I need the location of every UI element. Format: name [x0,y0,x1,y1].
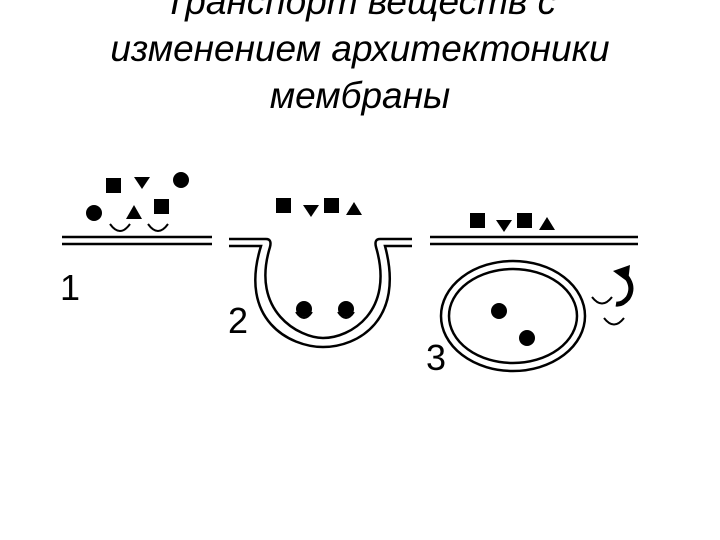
particle-circle [173,172,189,188]
title-line-1: Транспорт веществ с [163,0,557,22]
receptor-cup [337,311,355,319]
recycle-arrow-head [613,265,630,282]
receptor-cup [147,223,169,232]
stage-3-label: 3 [426,337,446,378]
bound-particle [338,301,354,317]
receptor-cup [109,223,131,232]
particle-square [154,199,169,214]
title-line-3: мембраны [269,75,451,116]
bound-particle [296,301,312,317]
internalized-particle [519,330,535,346]
vesicle-inner [447,267,579,365]
internalized-particle [491,303,507,319]
particle-triangle-up [126,205,142,219]
particle-triangle-up [539,217,555,230]
particle-square [276,198,291,213]
receptor-cup [603,317,625,326]
particle-triangle-down [303,205,319,217]
stage-1-label: 1 [60,267,80,308]
receptor-cup [591,296,613,305]
particle-square [324,198,339,213]
stage-1: 1 [60,172,212,308]
title-line-2: изменением архитектоники [110,28,610,69]
vesicle-outer [439,259,587,373]
membrane-pit-outer [229,237,412,340]
stage-2-label: 2 [228,300,248,341]
stage-3: 3 [426,213,638,378]
receptor-cup [295,311,313,319]
stage-2: 2 [228,198,412,349]
particle-triangle-down [134,177,150,189]
particle-square [106,178,121,193]
particle-circle [86,205,102,221]
particle-square [470,213,485,228]
particle-triangle-up [346,202,362,215]
particle-square [517,213,532,228]
particle-triangle-down [496,220,512,232]
slide-title: Транспорт веществ с изменением архитекто… [0,0,720,119]
membrane-pit-inner [229,244,412,349]
